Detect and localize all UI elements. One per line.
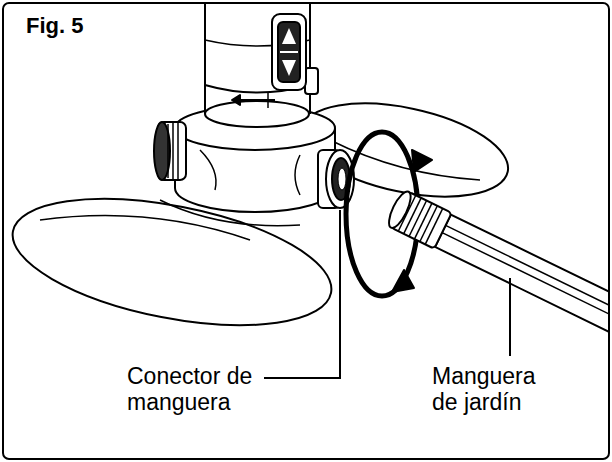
leader-line (264, 210, 340, 378)
part-label: Manguera de jardín (432, 364, 550, 416)
garden-hose (385, 189, 608, 372)
figure-title: Fig. 5 (26, 14, 83, 39)
spray-dial (272, 14, 306, 90)
leader-line (509, 278, 511, 356)
figure-frame (3, 3, 609, 459)
adjust-knob (154, 122, 186, 180)
spray-tube (205, 4, 318, 127)
part-label: Conector de manguera (127, 364, 277, 416)
